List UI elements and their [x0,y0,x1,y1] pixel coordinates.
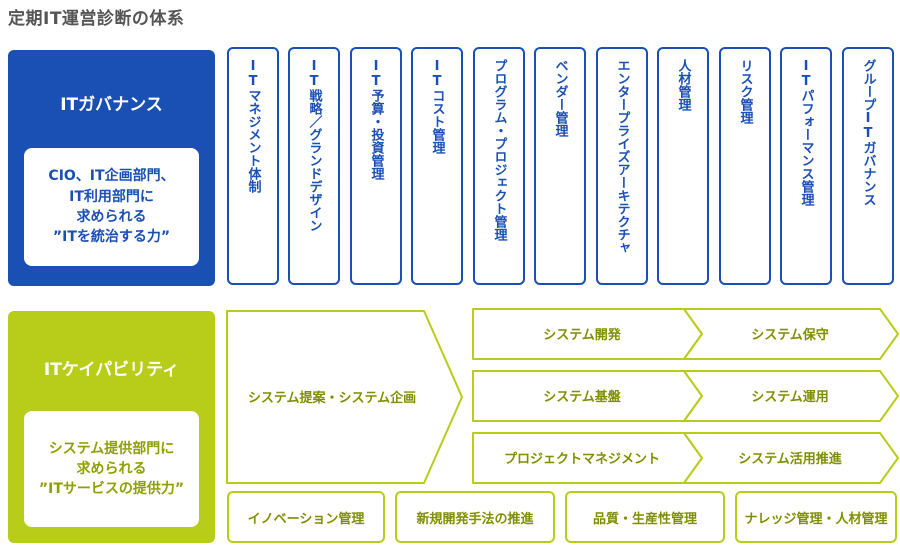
governance-column-label: IT予算・投資管理 [368,59,384,180]
governance-column-it-performance: ITパフォーマンス管理 [780,47,832,285]
governance-column-label: ITマネジメント体制 [245,59,261,193]
it-governance-description: CIO、IT企画部門、 IT利用部門に 求められる ”ITを統治する力” [48,168,175,246]
it-capability-description: システム提供部門に 求められる ”ITサービスの提供力” [38,440,185,498]
governance-column-risk: リスク管理 [719,47,771,285]
it-governance-description-box: CIO、IT企画部門、 IT利用部門に 求められる ”ITを統治する力” [24,148,199,266]
quality-productivity-box: 品質・生産性管理 [565,491,725,543]
page-title: 定期IT運営診断の体系 [8,9,185,29]
utilization-label: システム活用推進 [738,451,842,467]
it-governance-title: ITガバナンス [60,95,163,115]
maintenance-arrow-shape [683,308,899,360]
operation-arrow-shape [683,370,899,422]
knowledge-hr-management-box: ナレッジ管理・人材管理 [735,491,897,543]
it-capability-description-box: システム提供部門に 求められる ”ITサービスの提供力” [24,411,199,527]
governance-column-it-strategy: IT戦略／グランドデザイン [288,47,340,285]
project-management-label: プロジェクトマネジメント [504,452,660,467]
governance-column-group-it-governance: グループITガバナンス [842,47,894,285]
maintenance-label: システム保守 [751,327,829,343]
governance-column-vendor: ベンダー管理 [534,47,586,285]
governance-column-label: ITパフォーマンス管理 [798,59,814,206]
operation-label: システム運用 [751,390,829,405]
governance-column-it-cost: ITコスト管理 [411,47,463,285]
governance-column-label: エンタープライズアーキテクチャ [614,59,630,254]
it-capability-title: ITケイパビリティ [43,360,180,380]
innovation-management-box: イノベーション管理 [227,491,385,543]
development-label: システム開発 [543,327,622,343]
governance-column-it-management-structure: ITマネジメント体制 [227,47,279,285]
it-governance-block: ITガバナンス CIO、IT企画部門、 IT利用部門に 求められる ”ITを統治… [8,50,215,286]
governance-column-label: IT戦略／グランドデザイン [306,59,322,232]
governance-column-label: ITコスト管理 [429,59,445,154]
governance-column-label: グループITガバナンス [860,59,876,206]
governance-column-label: ベンダー管理 [552,59,568,137]
infrastructure-label: システム基盤 [543,389,622,405]
new-development-method-box: 新規開発手法の推進 [395,491,555,543]
governance-column-label: プログラム・プロジェクト管理 [491,59,507,241]
planning-arrow-shape [226,310,463,484]
governance-column-human-resources: 人材管理 [657,47,709,285]
utilization-arrow-shape [683,432,899,484]
governance-column-it-budget: IT予算・投資管理 [350,47,402,285]
it-capability-block: ITケイパビリティ システム提供部門に 求められる ”ITサービスの提供力” [8,311,215,543]
governance-column-label: リスク管理 [737,59,753,124]
governance-column-enterprise-architecture: エンタープライズアーキテクチャ [596,47,648,285]
planning-label: システム提案・システム企画 [248,390,416,406]
governance-column-program-project: プログラム・プロジェクト管理 [473,47,525,285]
governance-column-label: 人材管理 [675,59,691,111]
